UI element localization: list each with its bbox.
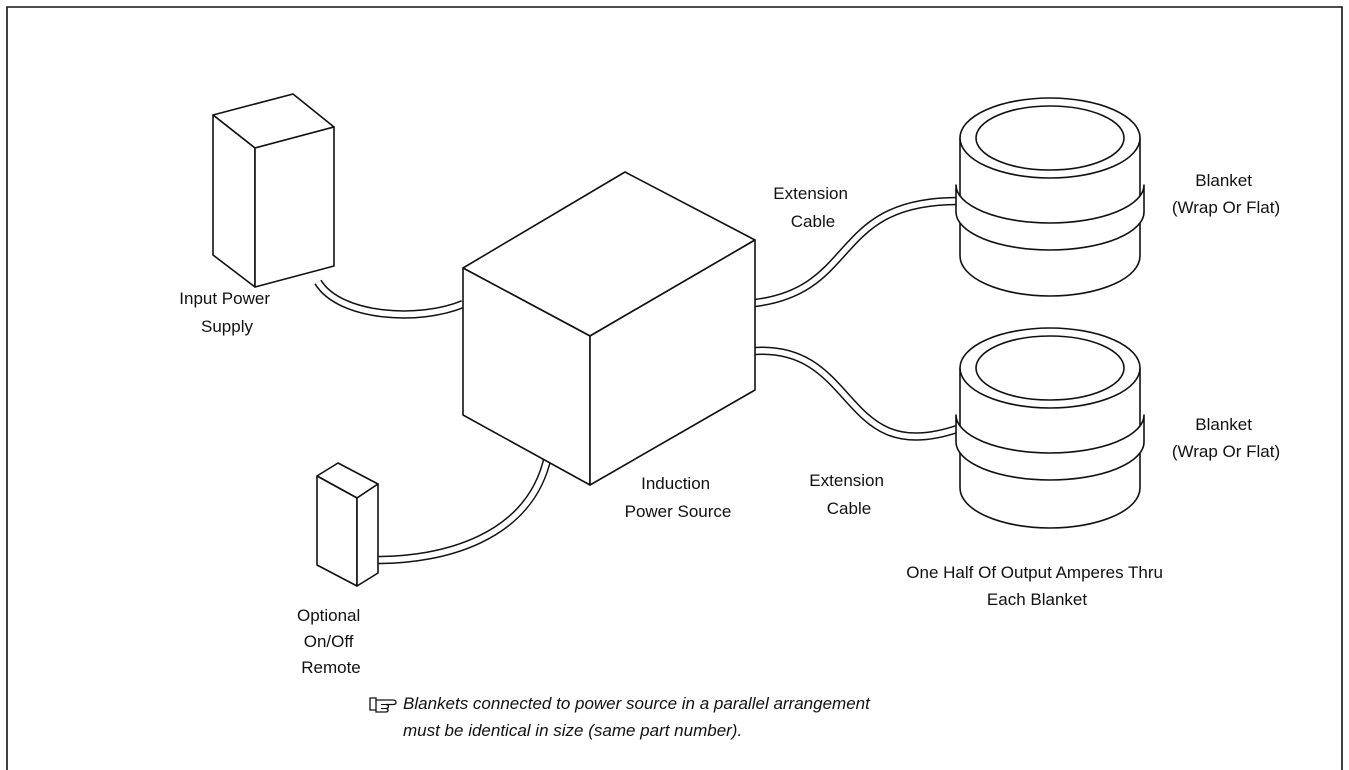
cables [314, 196, 962, 565]
blanket-cylinder-bottom [955, 327, 1145, 529]
output-amperes-label: One Half Of Output Amperes Thru Each Bla… [906, 563, 1167, 609]
induction-power-source-label: Induction Power Source [625, 474, 732, 521]
parallel-arrangement-note: Blankets connected to power source in a … [403, 694, 875, 740]
blanket-cylinder-top [955, 97, 1145, 297]
top-extension-cable-label: Extension Cable [773, 184, 852, 231]
remote-label: Optional On/Off Remote [297, 606, 365, 677]
pointing-hand-icon [369, 697, 397, 713]
remote-box [316, 462, 379, 587]
induction-power-source-box [462, 171, 756, 486]
bottom-blanket-label: Blanket (Wrap Or Flat) [1172, 415, 1280, 461]
top-blanket-label: Blanket (Wrap Or Flat) [1172, 171, 1280, 217]
top-extension-cable [754, 196, 961, 308]
input-power-supply-label: Input Power Supply [179, 289, 274, 336]
input-power-supply-cabinet [212, 93, 335, 288]
bottom-extension-cable-label: Extension Cable [809, 471, 888, 518]
diagram-border [6, 6, 1343, 770]
bottom-extension-cable [754, 346, 962, 441]
